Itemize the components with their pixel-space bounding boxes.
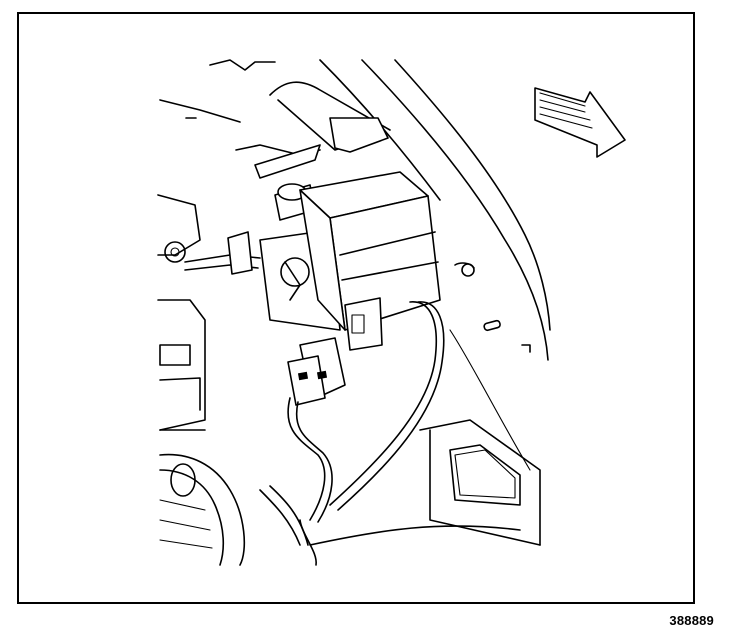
front-of-vehicle-arrow-icon [534, 87, 626, 158]
inner-fender-panel [185, 59, 551, 546]
engine-components-left [157, 194, 206, 431]
figure-id-label: 388889 [669, 613, 714, 628]
wiring-harness [287, 301, 445, 566]
purge-solenoid-body [299, 171, 475, 351]
electrical-connector [287, 337, 346, 406]
lower-engine-area [159, 453, 309, 566]
strut-tower-bracket [159, 59, 391, 179]
